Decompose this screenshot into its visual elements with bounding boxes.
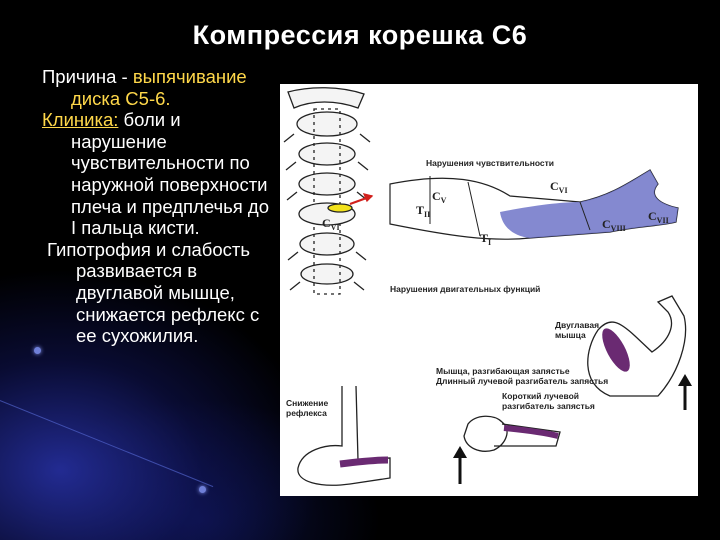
spine-illustration — [283, 87, 371, 295]
reflex-label-1: Снижение — [286, 398, 328, 408]
extensor-label: Мышца, разгибающая запястье — [436, 366, 570, 376]
slide-body-text: Причина - выпячивание диска С5-6. Клиник… — [42, 66, 277, 347]
arm-outline — [389, 169, 679, 240]
short-radial-label-2: разгибатель запястья — [502, 401, 595, 411]
brachioradialis-muscle — [339, 456, 389, 468]
flexed-arm-outline — [587, 295, 687, 397]
seg-cv: CV — [432, 189, 447, 205]
long-radial-label: Длинный лучевой разгибатель запястья — [436, 376, 608, 386]
sensory-label: Нарушения чувствительности — [426, 158, 554, 168]
short-radial-label-1: Короткий лучевой — [502, 391, 579, 401]
arrow-head — [453, 446, 467, 458]
motor-label: Нарушения двигательных функций — [390, 284, 540, 294]
clinic-label: Клиника: — [42, 109, 119, 131]
anatomy-illustration: CVI Нарушения чувствительности CV CVI TI… — [283, 87, 692, 486]
dermatome-c6 — [500, 170, 678, 238]
seg-cviii: CVIII — [602, 217, 626, 233]
reflex-arm-outline — [297, 385, 391, 486]
extensor-muscle — [503, 425, 559, 439]
forearm-outline — [494, 423, 561, 447]
arrow-head — [678, 374, 692, 386]
wrist-hand-outline — [463, 415, 508, 452]
dermatome-border — [429, 176, 591, 237]
clinic-text: боли и нарушение чувствительности по нар… — [71, 109, 270, 239]
cause-text: выпячивание диска С5-6. — [71, 66, 247, 109]
seg-disc: CVI — [322, 216, 340, 232]
seg-tii: TII — [416, 203, 430, 219]
seg-cvi: CVI — [550, 179, 568, 195]
hypotrophy-text: Гипотрофия и слабость развивается в двуг… — [47, 238, 260, 347]
seg-cvii: CVII — [648, 209, 669, 225]
c6-vertebra — [298, 193, 374, 226]
clinic-paragraph: Клиника: боли и нарушение чувствительнос… — [42, 109, 277, 239]
biceps-label-2: мышца — [555, 330, 586, 340]
decorative-dot — [34, 347, 41, 354]
reflex-label-2: рефлекса — [286, 408, 327, 418]
decorative-dot — [199, 486, 206, 493]
hypotrophy-paragraph: Гипотрофия и слабость развивается в двуг… — [42, 239, 277, 347]
anatomy-figure: CVI Нарушения чувствительности CV CVI TI… — [280, 84, 698, 496]
seg-ti: TI — [480, 231, 491, 247]
biceps-muscle — [602, 328, 630, 372]
cause-paragraph: Причина - выпячивание диска С5-6. — [42, 66, 277, 109]
slide-title: Компрессия корешка С6 — [192, 20, 528, 50]
cause-label: Причина - — [42, 66, 128, 87]
biceps-label-1: Двуглавая — [555, 320, 599, 330]
disc-herniation — [327, 203, 353, 213]
